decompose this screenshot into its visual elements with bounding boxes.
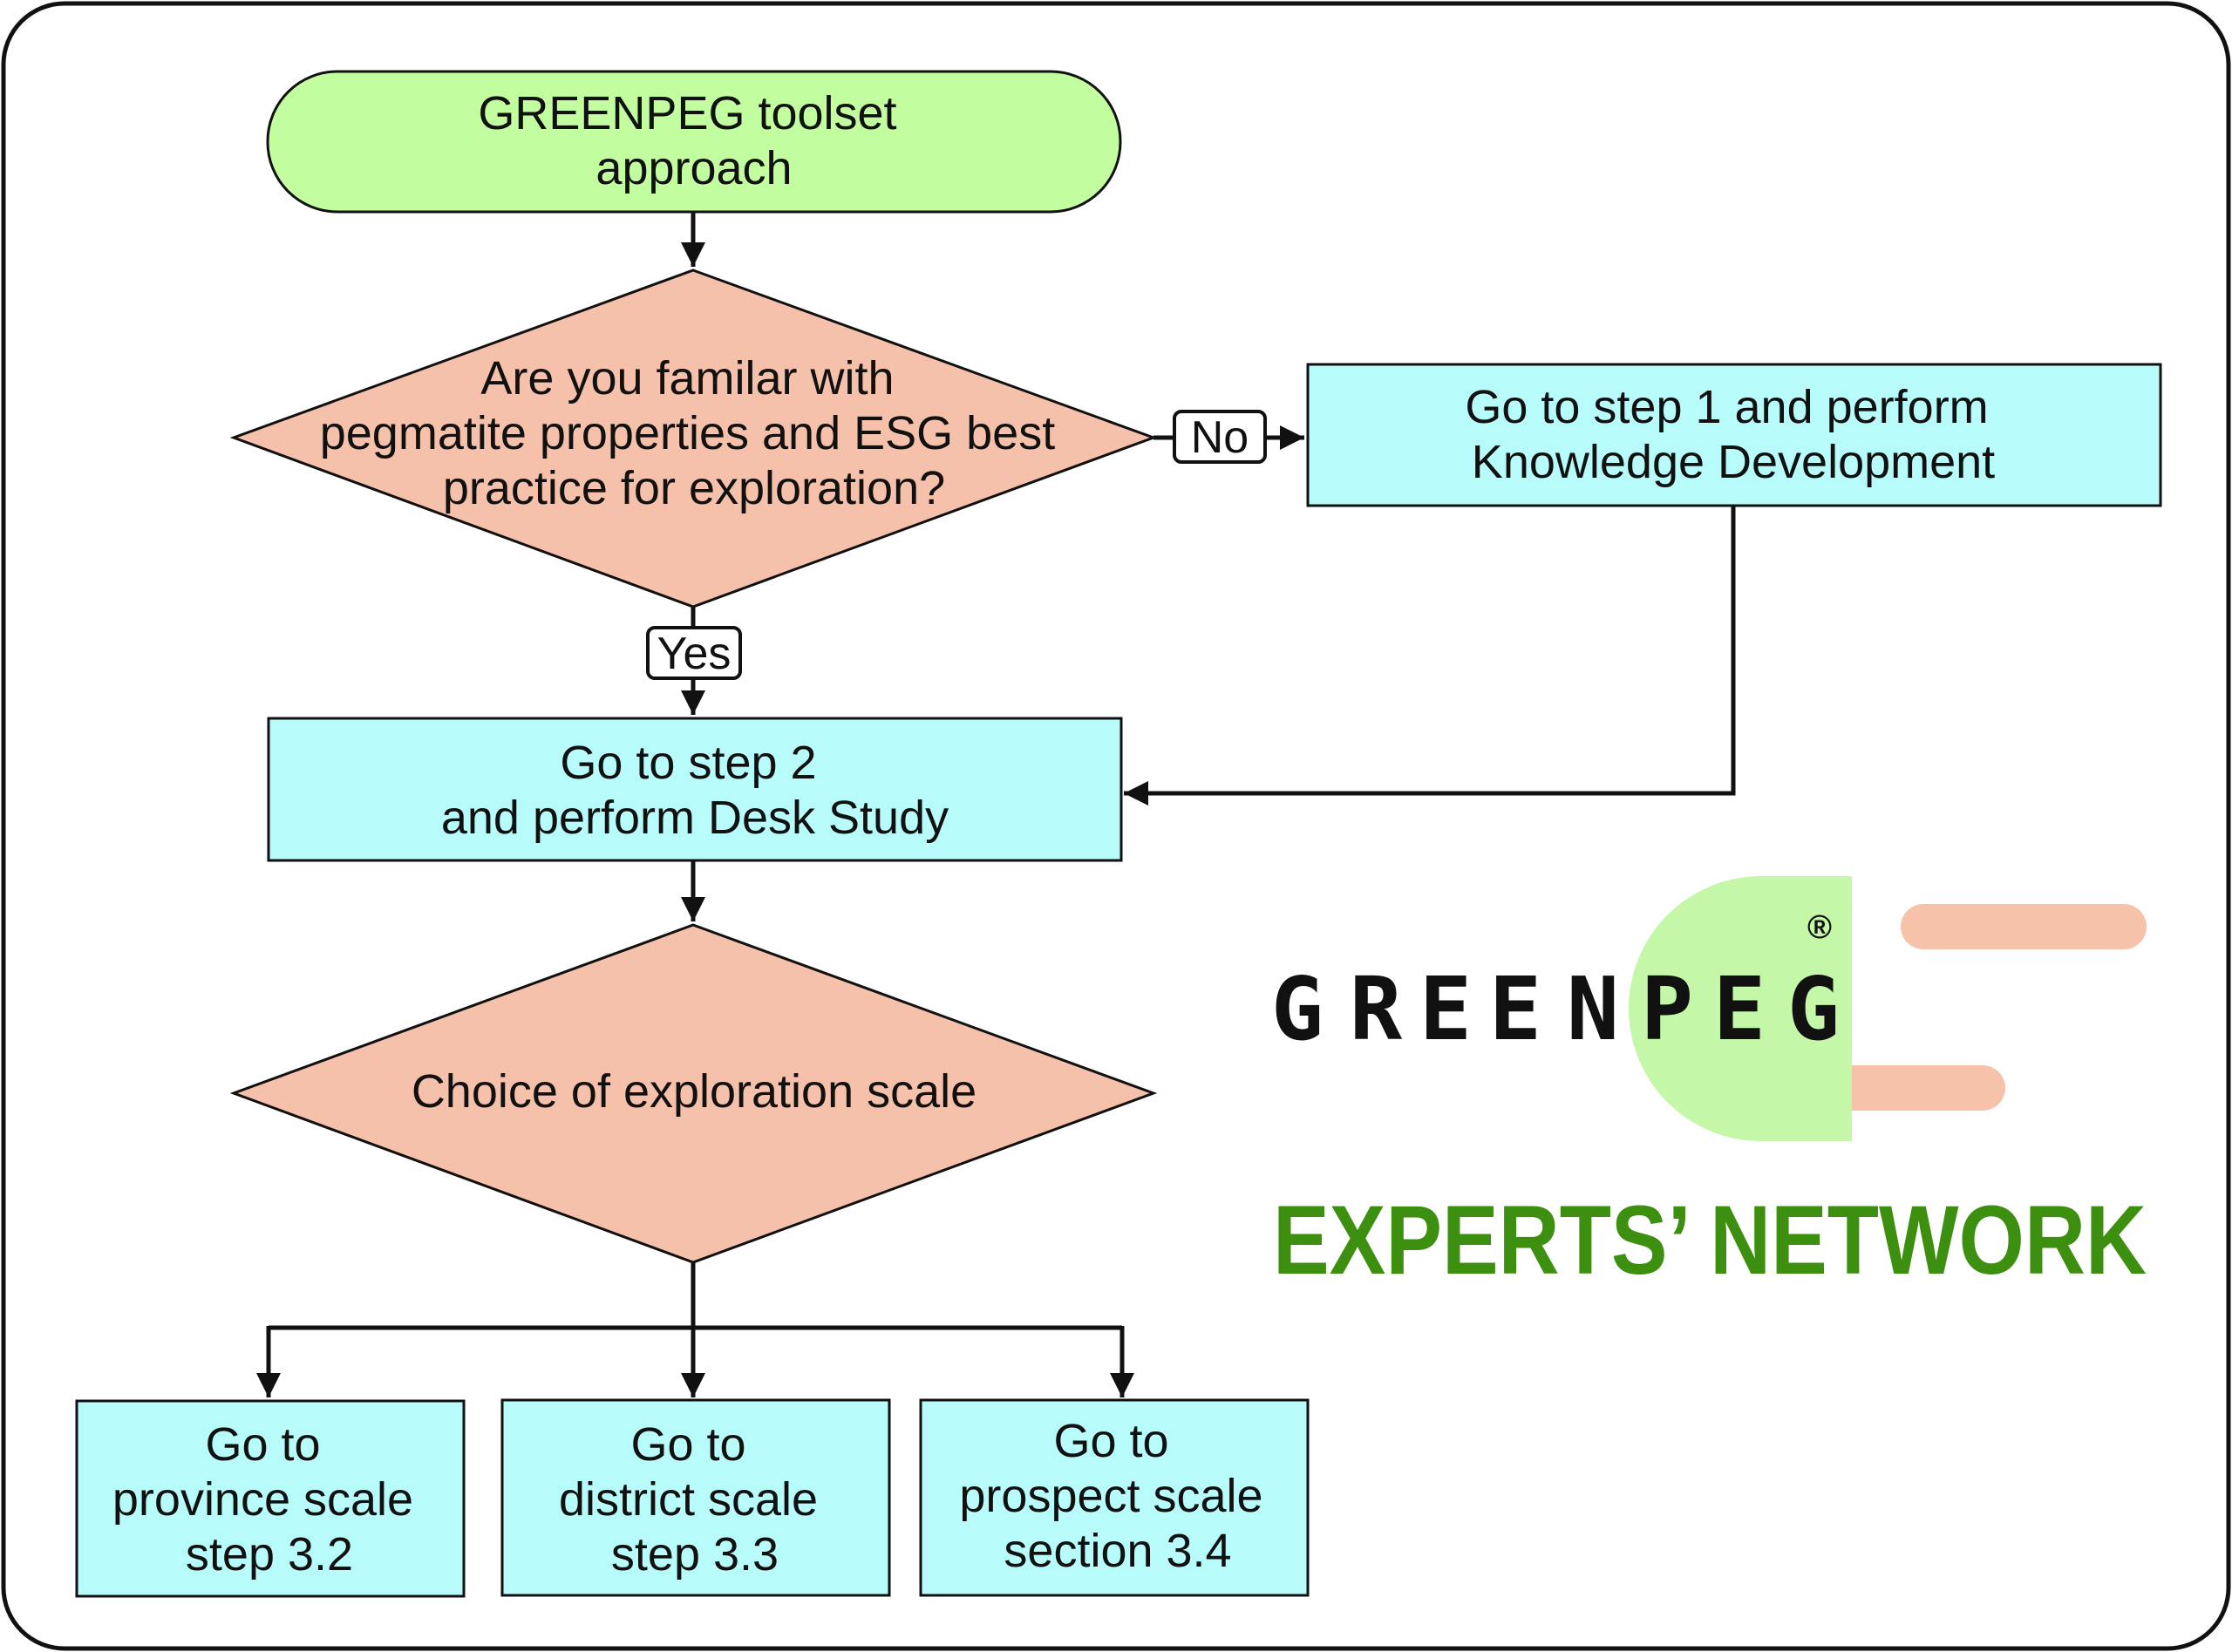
prospect-text: Go to prospect scale section 3.4 — [959, 1415, 1276, 1577]
node-decision-familiar: Are you familar with pegmatite propertie… — [229, 269, 1158, 608]
step2-box — [267, 717, 1123, 862]
logo-letter: R — [1350, 958, 1403, 1060]
decision-scale-line: Choice of exploration scale — [412, 1065, 976, 1118]
greenpeg-logo: G R E E N P E G ® EXPERTS’ NETWORK — [1271, 876, 2147, 1295]
step1-line: Knowledge Development — [1472, 436, 1995, 488]
logo-plug-body — [1629, 876, 1852, 1141]
logo-letter: P — [1641, 958, 1693, 1060]
prospect-box — [919, 1398, 1310, 1597]
decision-familiar-line: pegmatite properties and ESG best — [320, 407, 1056, 459]
province-box — [75, 1399, 466, 1598]
logo-letter: E — [1419, 958, 1472, 1060]
district-text: Go to district scale step 3.3 — [559, 1418, 831, 1581]
start-line: GREENPEG toolset — [478, 87, 896, 139]
step1-line: Go to step 1 and perform — [1465, 381, 1988, 433]
step2-text: Go to step 2 and perform Desk Study — [441, 737, 949, 844]
prospect-line: section 3.4 — [1004, 1525, 1231, 1577]
decision-familiar-text: Are you familar with pegmatite propertie… — [320, 352, 1069, 514]
district-line: step 3.3 — [611, 1528, 779, 1581]
edge-label-yes-text: Yes — [657, 629, 732, 679]
prospect-line: Go to — [1053, 1415, 1168, 1467]
logo-prong-lower — [1831, 1065, 2005, 1111]
prospect-line: prospect scale — [959, 1470, 1262, 1522]
decision-scale-text: Choice of exploration scale — [412, 1065, 976, 1118]
start-line: approach — [595, 142, 792, 194]
step1-box — [1306, 363, 2162, 507]
logo-registered-mark: ® — [1807, 909, 1832, 946]
province-line: Go to — [205, 1418, 320, 1471]
province-text: Go to province scale step 3.2 — [112, 1418, 426, 1581]
district-line: Go to — [630, 1418, 745, 1471]
node-prospect: Go to prospect scale section 3.4 — [919, 1398, 1310, 1597]
step1-text: Go to step 1 and perform Knowledge Devel… — [1465, 381, 2001, 488]
decision-familiar-diamond — [229, 269, 1158, 608]
edge-label-no-text: No — [1191, 412, 1249, 463]
node-decision-scale: Choice of exploration scale — [229, 923, 1158, 1264]
edge-step1-to-step2 — [1124, 506, 1736, 806]
connectors — [256, 212, 1736, 1397]
edge-label-no: No — [1173, 410, 1267, 464]
logo-letter: N — [1567, 958, 1619, 1060]
logo-prong-upper — [1901, 904, 2147, 949]
node-province: Go to province scale step 3.2 — [75, 1399, 466, 1598]
logo-tagline: EXPERTS’ NETWORK — [1273, 1186, 2147, 1295]
decision-familiar-line: Are you familar with — [480, 352, 894, 405]
logo-letter: G — [1271, 958, 1324, 1060]
node-district: Go to district scale step 3.3 — [500, 1398, 891, 1597]
node-step1: Go to step 1 and perform Knowledge Devel… — [1306, 363, 2162, 507]
edge-label-yes-box — [646, 626, 742, 680]
decision-scale-diamond — [229, 923, 1158, 1264]
step2-line: Go to step 2 — [560, 737, 816, 789]
district-box — [500, 1398, 891, 1597]
node-step2: Go to step 2 and perform Desk Study — [267, 717, 1123, 862]
start-terminal — [266, 70, 1122, 214]
decision-familiar-line: practice for exploration? — [443, 462, 945, 514]
step2-line: and perform Desk Study — [441, 792, 949, 844]
edge-label-yes: Yes — [646, 626, 742, 680]
province-line: step 3.2 — [186, 1528, 353, 1581]
node-start: GREENPEG toolset approach — [266, 70, 1122, 214]
edge-label-no-box — [1173, 410, 1267, 464]
logo-letter: G — [1787, 958, 1840, 1060]
province-line: province scale — [112, 1473, 413, 1526]
start-text: GREENPEG toolset approach — [478, 87, 909, 194]
logo-letter: E — [1713, 958, 1766, 1060]
logo-letter: E — [1489, 958, 1541, 1060]
district-line: district scale — [559, 1473, 818, 1526]
